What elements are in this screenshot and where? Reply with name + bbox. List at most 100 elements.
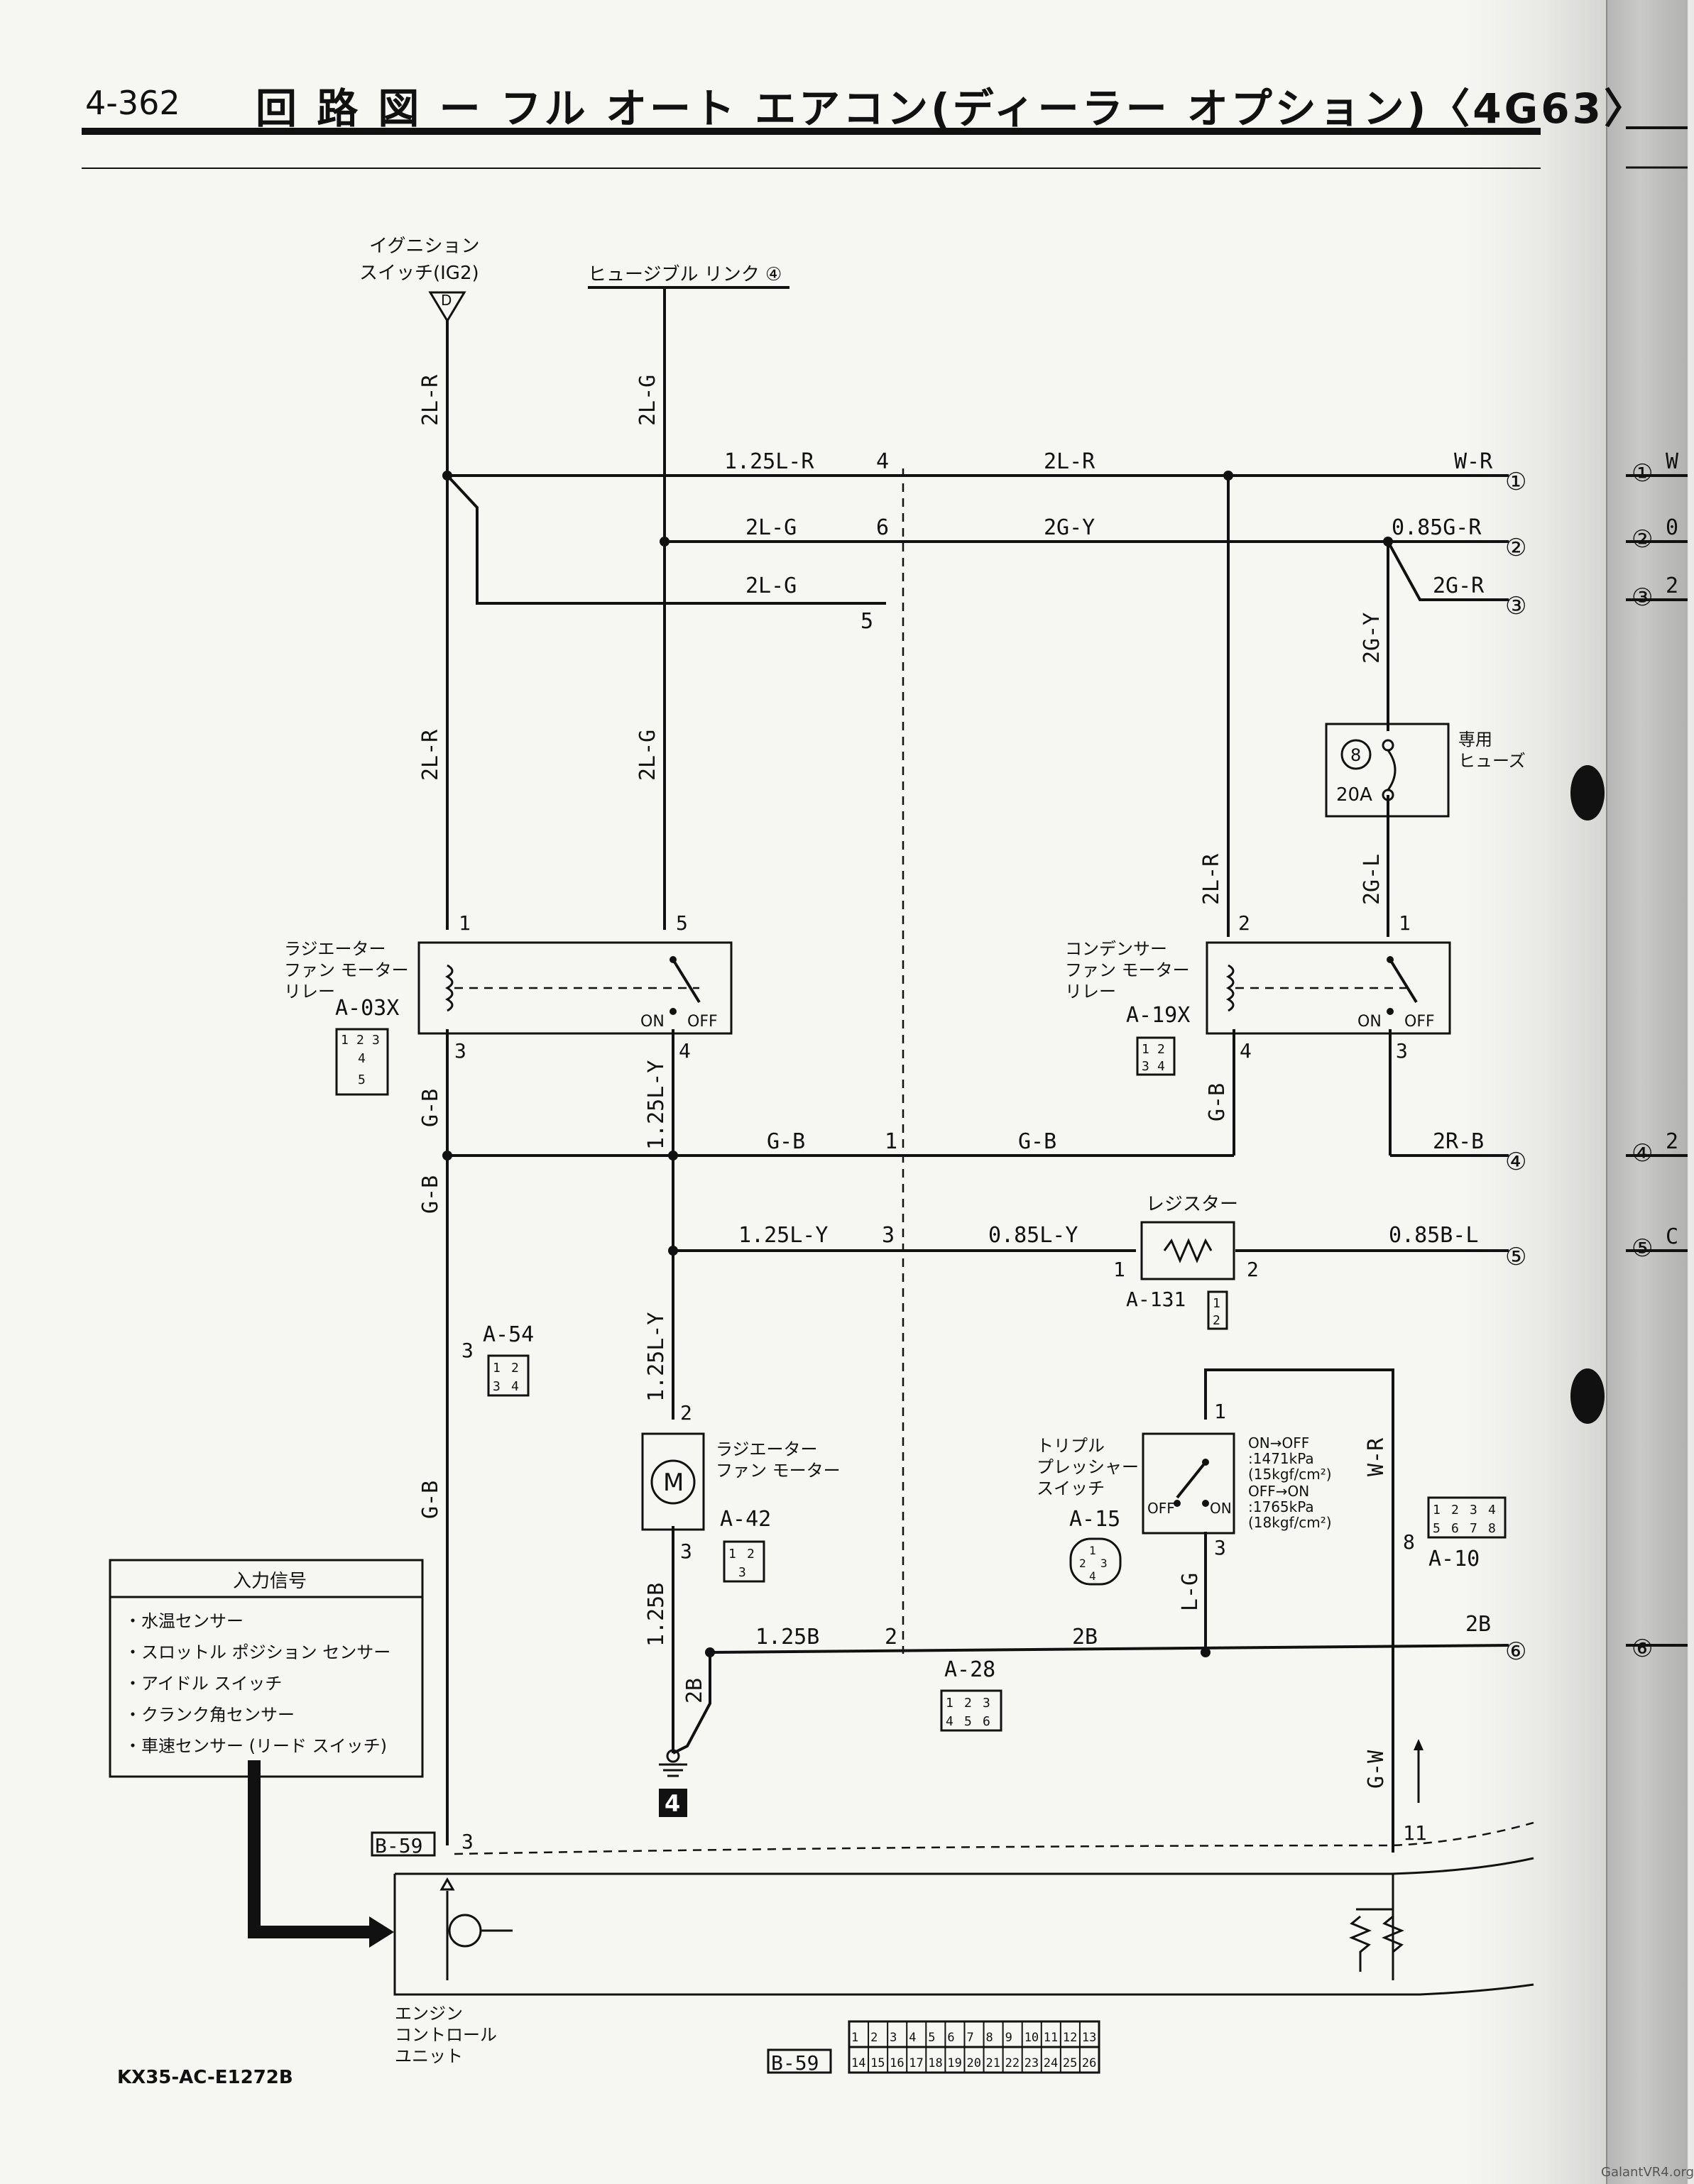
switch-name-line3: スイッチ (1037, 1478, 1105, 1498)
condenser-fan-relay: 2 1 4 3 ON OFF コンデンサー ファン モーター リレー A-19X… (1065, 911, 1451, 1076)
ignition-pin-icon (428, 291, 466, 323)
header-rule-thin (82, 168, 1541, 169)
connector-pin: 5 (1433, 1521, 1441, 1536)
relay-off: OFF (687, 1013, 718, 1031)
connector-pin: 16 (890, 2056, 904, 2070)
junction-dots (442, 471, 1393, 1657)
wire-label: 2G-Y (1360, 613, 1384, 664)
next-page-terminal: ③ (1632, 583, 1653, 612)
connector-pin: 21 (986, 2056, 1000, 2070)
wire-label: 0.85L-Y (988, 1223, 1078, 1248)
switch-name-line1: トリプル (1037, 1436, 1105, 1456)
connector-pin: 6 (947, 2031, 954, 2045)
relay-pin: 3 (454, 1039, 466, 1063)
connector-pin: 7 (1470, 1521, 1477, 1536)
page-title: 回 路 図 ー フル オート エアコン(ディーラー オプション)〈4G63〉 (256, 84, 1648, 133)
next-page-terminal: ② (1632, 525, 1653, 554)
header-rule (82, 128, 1541, 135)
ecu-input-arrow-icon (439, 1877, 455, 1891)
wire-label: 2B (1465, 1612, 1491, 1637)
wire-label: 2L-R (1199, 853, 1224, 905)
connector-pin: 2 (1213, 1313, 1220, 1328)
wire-label: G-B (1205, 1083, 1230, 1121)
next-page-terminal: ⑥ (1632, 1635, 1653, 1663)
page-number: 4-362 (85, 84, 180, 122)
relay-name-line2: ファン モーター (1065, 960, 1190, 980)
connector-pin: 6 (1451, 1521, 1459, 1536)
connector-id: A-10 (1428, 1547, 1480, 1571)
terminals: ① ② ③ ④ ⑤ ⑥ ① ② ③ ④ ⑤ ⑥ W 0 2 2 C (1505, 449, 1679, 1666)
input-signals-title: 入力信号 (233, 1571, 307, 1592)
connector-pin: 2 (356, 1033, 364, 1048)
resistor-id: A-131 (1126, 1288, 1186, 1311)
connector-pin: 5 (964, 1714, 972, 1729)
connector-pin: 12 (1063, 2031, 1077, 2045)
pin-number: 4 (876, 449, 889, 474)
wire-labels: 2L-R 2L-G 1.25L-R 4 2L-R W-R 2L-G 6 2G-Y… (418, 374, 1493, 1789)
fuse-rating: 20A (1336, 784, 1372, 806)
wire-label: 0.85B-L (1389, 1223, 1478, 1248)
connector-pin: 26 (1082, 2056, 1096, 2070)
wire-label: G-B (767, 1129, 805, 1154)
relay-pin: 3 (1396, 1039, 1408, 1063)
connector-pin: 1 (728, 1547, 736, 1562)
wire-label: 2L-G (635, 730, 660, 781)
connector-pin: 14 (851, 2056, 865, 2070)
wire-label: G-B (418, 1481, 443, 1519)
connector-pin: 8 (986, 2031, 993, 2045)
ecu-pin: 3 (461, 1830, 474, 1853)
fuse-name-line1: 専用 (1458, 730, 1492, 750)
connector-pin: 3 (372, 1033, 380, 1048)
resistor-icon (1382, 1915, 1404, 1953)
motor-name-line2: ファン モーター (716, 1461, 841, 1481)
connector-pin: 10 (1024, 2031, 1039, 2045)
switch-spec: OFF→ON (1248, 1483, 1309, 1500)
connector-pin: 2 (1157, 1042, 1165, 1057)
ecu-name-line1: エンジン (395, 2004, 463, 2024)
switch-id: A-15 (1069, 1507, 1120, 1532)
next-page-label: C (1666, 1224, 1678, 1249)
connector-pin: 1 (946, 1696, 953, 1711)
connector-pin: 1 (493, 1361, 501, 1376)
wire-label: G-B (418, 1089, 443, 1127)
connector-pin-number: 3 (461, 1339, 474, 1362)
wire-label: G-W (1364, 1750, 1389, 1789)
next-page-label: 2 (1666, 574, 1678, 598)
relay-pin: 5 (676, 911, 688, 935)
wire-label: W-R (1454, 449, 1493, 474)
connector-pin: 17 (909, 2056, 923, 2070)
ignition-label-line2: スイッチ(IG2) (359, 263, 479, 284)
binding-shadow (1463, 0, 1688, 2184)
next-page-terminal: ① (1632, 459, 1653, 488)
connector-pin: 3 (1470, 1503, 1477, 1518)
wire-label: G-B (418, 1175, 443, 1214)
radiator-fan-motor: M 2 3 ラジエーター ファン モーター A-42 1 2 3 (641, 1401, 841, 1583)
switch-pin: 3 (1214, 1536, 1226, 1559)
wire-label: 2L-R (418, 729, 443, 781)
connector-pin-number: 8 (1403, 1530, 1415, 1554)
input-signal-item: ・車速センサー (リード スイッチ) (124, 1736, 387, 1756)
wire-label: 2R-B (1433, 1129, 1484, 1154)
switch-spec: (15kgf/cm²) (1248, 1466, 1332, 1483)
next-page-terminal: ④ (1632, 1139, 1653, 1168)
switch-spec: ON→OFF (1248, 1434, 1309, 1452)
connector-pin: 18 (928, 2056, 942, 2070)
connector-pin: 3 (493, 1379, 501, 1394)
resistor-pin: 1 (1113, 1258, 1125, 1281)
next-page-label: W (1666, 449, 1679, 474)
connector-pin: 4 (358, 1051, 366, 1066)
relay-id: A-19X (1126, 1003, 1190, 1028)
transistor-icon (448, 1914, 482, 1948)
relay-on: ON (640, 1013, 665, 1031)
relay-name-line2: ファン モーター (284, 960, 409, 980)
wire-label: 1.25B (755, 1625, 819, 1650)
binder-hole (1570, 1368, 1605, 1424)
resistor-name: レジスター (1146, 1194, 1238, 1215)
connector-pin: 2 (870, 2031, 878, 2045)
wire-label: 1.25L-Y (644, 1312, 669, 1402)
b59-connector-id: B-59 (771, 2051, 819, 2075)
resistor: レジスター 1 2 A-131 1 2 (1113, 1194, 1259, 1330)
connector-pin: 2 (511, 1361, 519, 1376)
terminal-2: ② (1505, 534, 1526, 562)
relay-name-line3: リレー (1065, 982, 1116, 1002)
